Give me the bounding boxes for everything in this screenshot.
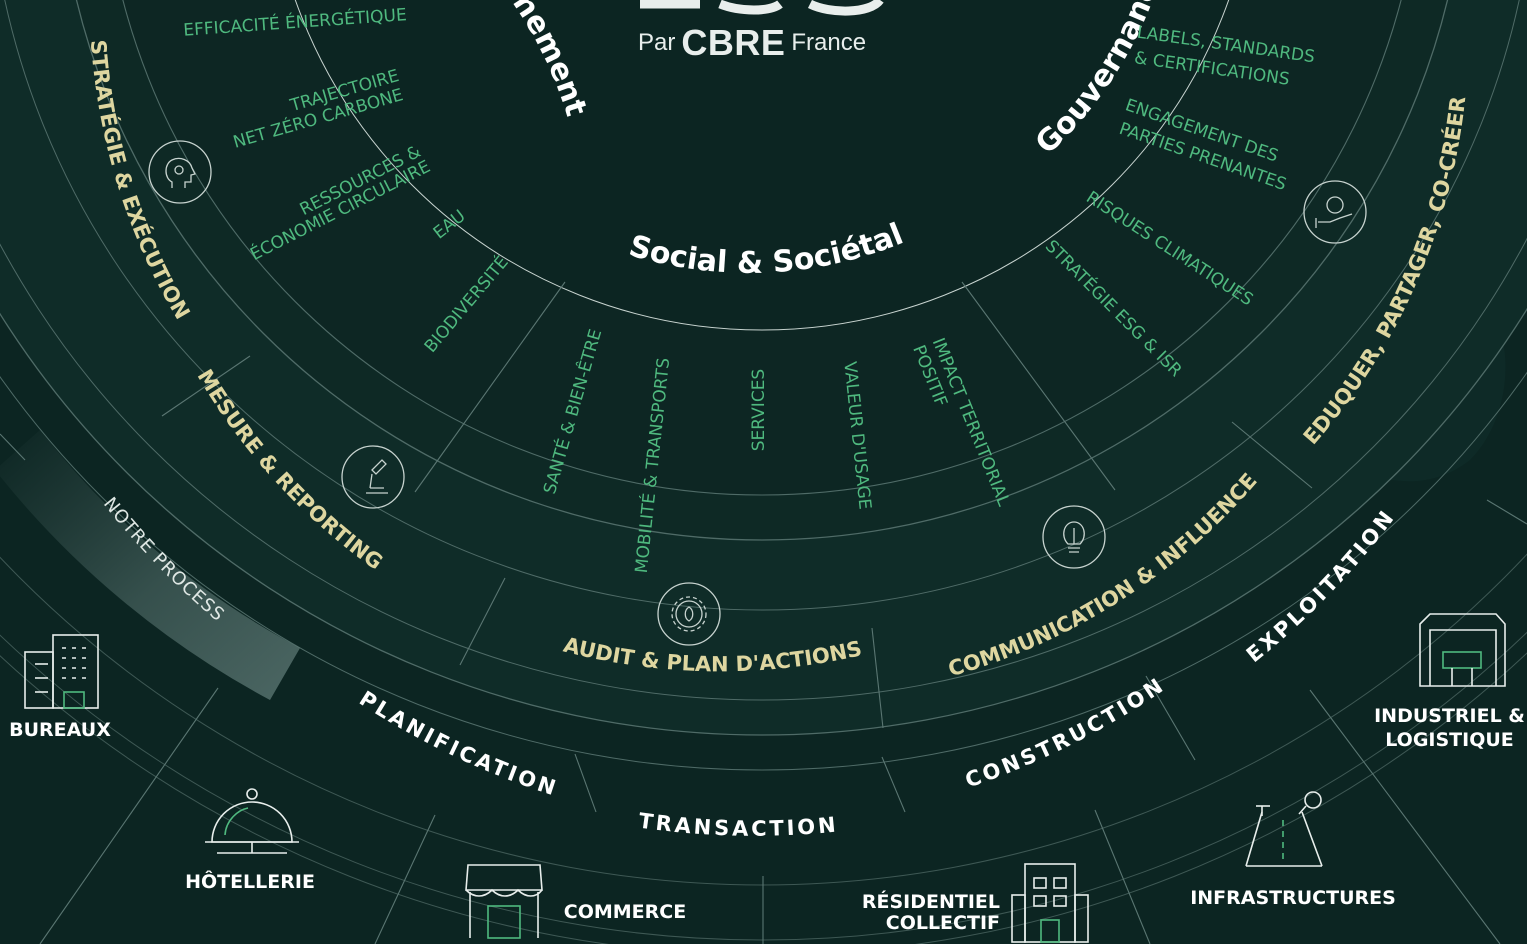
- asset-label-residentiel: RÉSIDENTIEL COLLECTIF: [820, 892, 1000, 934]
- office-building-icon: [24, 634, 99, 709]
- gear-leaf-icon: [657, 582, 721, 646]
- shop-icon: [465, 864, 543, 939]
- asset-label-industriel-2: LOGISTIQUE: [1385, 729, 1514, 751]
- asset-label-residentiel-1: RÉSIDENTIEL: [861, 891, 1000, 913]
- asset-label-residentiel-2: COLLECTIF: [885, 912, 1000, 934]
- microscope-icon: [341, 445, 405, 509]
- esg-logo-partial: [640, 0, 884, 16]
- cloche-icon: [205, 788, 299, 854]
- notre-process-band: [0, 430, 300, 700]
- asset-label-infrastructures: INFRASTRUCTURES: [1190, 887, 1396, 909]
- brand-par: Par: [638, 29, 676, 56]
- lightbulb-icon: [1042, 505, 1106, 569]
- brand-country: France: [791, 29, 867, 56]
- pillar-icons: [148, 140, 1367, 646]
- asset-label-commerce: COMMERCE: [563, 901, 687, 923]
- head-gear-icon: [148, 140, 212, 204]
- asset-label-industriel-1: INDUSTRIEL &: [1374, 705, 1525, 727]
- asset-icons: [24, 613, 1506, 943]
- road-icon: [1245, 791, 1323, 867]
- topic-services: SERVICES: [749, 369, 769, 451]
- asset-label-industriel: INDUSTRIEL & LOGISTIQUE: [1372, 704, 1527, 752]
- hand-globe-icon: [1303, 180, 1367, 244]
- brand-company: CBRE: [681, 22, 786, 63]
- asset-label-hotellerie: HÔTELLERIE: [185, 871, 315, 893]
- warehouse-icon: [1419, 613, 1506, 687]
- topics-ring: [122, 0, 1402, 496]
- asset-label-bureaux: BUREAUX: [9, 719, 111, 741]
- apartment-building-icon: [1011, 863, 1089, 943]
- divider-lines: [0, 281, 1527, 944]
